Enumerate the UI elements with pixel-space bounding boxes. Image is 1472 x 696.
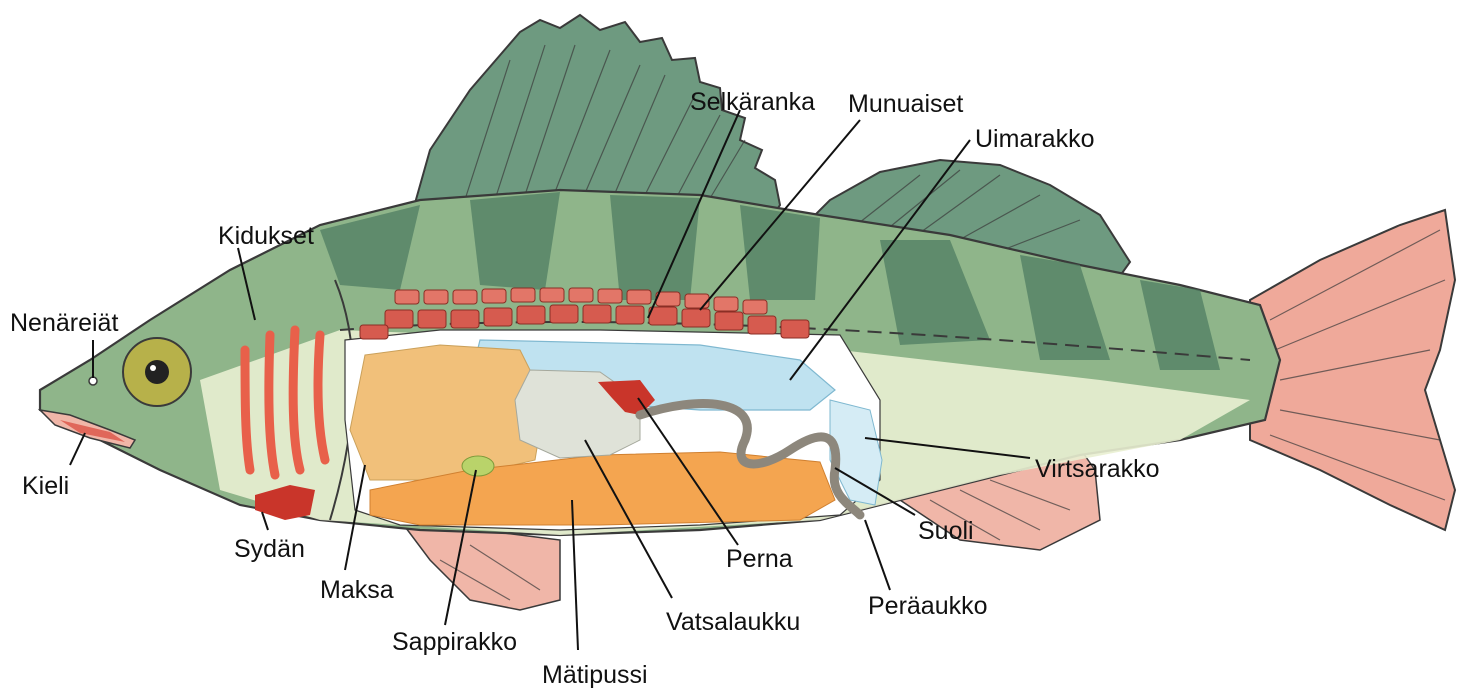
liver [350,345,545,480]
label-virtsarakko: Virtsarakko [1035,455,1160,483]
label-nenareiat: Nenäreiät [10,309,118,337]
label-peraaukko: Peräaukko [868,592,988,620]
label-sappirakko: Sappirakko [392,628,517,656]
tail-fin [1250,210,1455,530]
label-sydan: Sydän [234,535,305,563]
label-maksa: Maksa [320,576,394,604]
label-munuaiset: Munuaiset [848,90,963,118]
label-uimarakko: Uimarakko [975,125,1094,153]
leader-kieli [70,433,85,465]
label-kidukset: Kidukset [218,222,314,250]
gall-bladder [462,456,494,476]
leader-peraaukko [865,520,890,590]
eye-highlight [150,365,156,371]
eye-pupil [145,360,169,384]
label-selkaranka: Selkäranka [690,88,815,116]
label-suoli: Suoli [918,517,974,545]
label-perna: Perna [726,545,793,573]
label-vatsalaukku: Vatsalaukku [666,608,800,636]
label-matipussi: Mätipussi [542,661,648,689]
nostril [89,377,97,385]
leader-sydan [262,512,268,530]
label-kieli: Kieli [22,472,69,500]
